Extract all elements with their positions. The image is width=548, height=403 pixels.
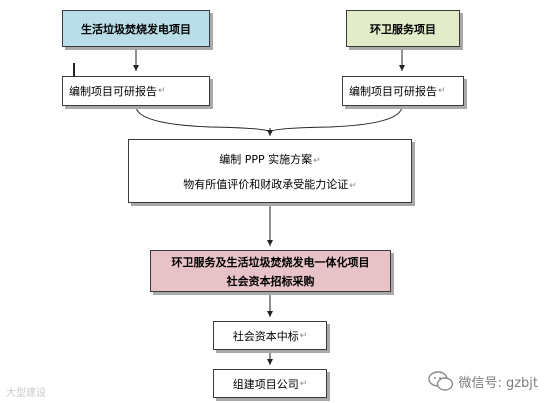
merge-curve-right: [269, 105, 403, 133]
node-ppp-plan-line1: 编制 PPP 实施方案: [219, 152, 313, 166]
node-integrated-procurement: 环卫服务及生活垃圾焚烧发电一体化项目 社会资本招标采购: [150, 250, 391, 292]
node-integrated-line1: 环卫服务及生活垃圾焚烧发电一体化项目: [171, 255, 370, 269]
node-ppp-plan: 编制 PPP 实施方案↵ 物有所值评价和财政承受能力论证↵: [128, 139, 412, 203]
wechat-icon: [428, 371, 454, 391]
node-sanitation-project-label: 环卫服务项目: [370, 22, 436, 36]
paragraph-mark: ↵: [158, 86, 166, 96]
node-waste-power-project-label: 生活垃圾焚烧发电项目: [81, 22, 191, 36]
paragraph-mark: ↵: [313, 155, 321, 166]
node-winning-bid: 社会资本中标 ↵: [213, 321, 327, 350]
node-report-right: 编制项目可研报告 ↵: [342, 76, 464, 106]
node-ppp-plan-line1-row: 编制 PPP 实施方案↵: [219, 151, 320, 167]
node-integrated-line2: 社会资本招标采购: [226, 274, 315, 288]
watermark-left-text: 大型建设: [6, 388, 46, 399]
text-cursor: [73, 63, 75, 77]
node-report-left-label: 编制项目可研报告: [69, 85, 157, 98]
node-ppp-plan-line2: 物有所值评价和财政承受能力论证: [183, 177, 349, 191]
node-report-right-label: 编制项目可研报告: [349, 85, 437, 98]
paragraph-mark: ↵: [349, 180, 357, 191]
watermark-left: 大型建设: [6, 384, 46, 399]
node-report-left: 编制项目可研报告 ↵: [62, 76, 210, 106]
watermark-right-text: 微信号: gzbjt: [458, 375, 538, 391]
node-set-up-company-label: 组建项目公司: [232, 377, 299, 391]
node-set-up-company: 组建项目公司 ↵: [213, 369, 327, 398]
watermark-wechat: 微信号: gzbjt: [428, 370, 538, 392]
paragraph-mark: ↵: [299, 378, 308, 389]
node-waste-power-project: 生活垃圾焚烧发电项目: [62, 10, 210, 47]
node-ppp-plan-line2-row: 物有所值评价和财政承受能力论证↵: [183, 176, 357, 192]
merge-curve-left: [135, 105, 271, 133]
paragraph-mark: ↵: [299, 330, 308, 341]
paragraph-mark: ↵: [438, 86, 446, 96]
node-sanitation-project: 环卫服务项目: [346, 10, 460, 47]
node-winning-bid-label: 社会资本中标: [232, 329, 299, 343]
